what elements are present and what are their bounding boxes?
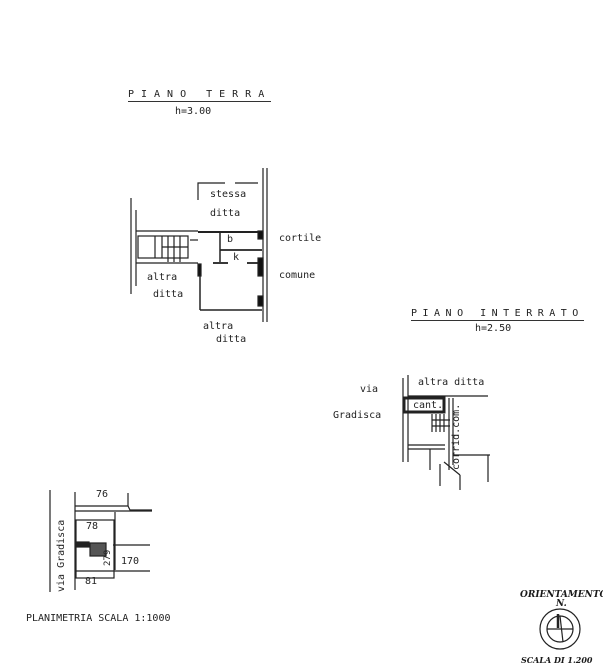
label-ditta-top: ditta <box>210 208 241 219</box>
label-altra-left: altra <box>147 272 178 283</box>
piano-interrato-title: PIANO INTERRATO <box>411 308 584 321</box>
piano-terra-plan <box>130 168 268 322</box>
label-gradisca: Gradisca <box>333 410 382 421</box>
parcel-76: 76 <box>96 489 109 500</box>
orientamento-title: ORIENTAMENTO <box>520 590 603 600</box>
label-stessa: stessa <box>210 189 247 200</box>
parcel-81: 81 <box>85 576 98 587</box>
room-label-b: b <box>227 234 234 245</box>
label-cortile: cortile <box>279 233 322 244</box>
planimetria-title: PLANIMETRIA SCALA 1:1000 <box>26 613 171 624</box>
planimetria-map <box>49 490 152 592</box>
label-comune: comune <box>279 270 316 281</box>
label-ditta-left: ditta <box>153 289 184 300</box>
piano-interrato-plan <box>402 375 490 490</box>
compass-rose <box>539 608 581 650</box>
label-ditta-bottom: ditta <box>216 334 247 345</box>
label-via: via <box>360 384 379 395</box>
label-via-gradisca: via Gradisca <box>56 519 67 592</box>
piano-terra-height: h=3.00 <box>175 106 212 117</box>
room-label-k: k <box>233 252 240 263</box>
piano-terra-title: PIANO TERRA <box>128 89 272 102</box>
label-corridoio-comune: corrid.com. <box>451 403 462 470</box>
north-label: N. <box>556 599 567 609</box>
piano-interrato-height: h=2.50 <box>475 323 512 334</box>
parcel-170: 170 <box>121 556 140 567</box>
scale-label: SCALA DI 1.200 <box>521 655 593 665</box>
room-label-cant: cant. <box>413 400 444 411</box>
parcel-78: 78 <box>86 521 99 532</box>
label-altra-bottom: altra <box>203 321 234 332</box>
parcel-279: 279 <box>103 549 113 566</box>
label-altra-ditta: altra ditta <box>418 377 485 388</box>
